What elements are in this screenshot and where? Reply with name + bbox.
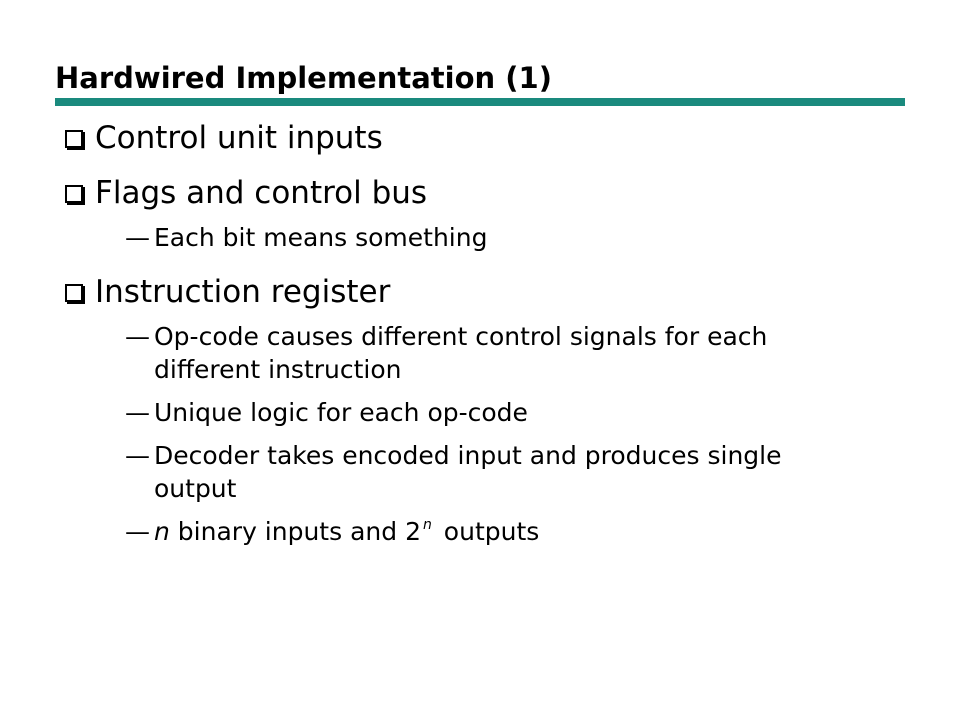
hollow-square-bullet-icon — [65, 284, 83, 302]
bullet-text: Control unit inputs — [95, 120, 383, 156]
slide-title: Hardwired Implementation (1) — [55, 61, 552, 95]
bullet-text: Flags and control bus — [95, 175, 428, 211]
hollow-square-bullet-icon — [65, 130, 83, 148]
bullet-text: Instruction register — [95, 274, 391, 310]
variable-n: n — [154, 517, 170, 546]
sub-bullet-text: Op-code causes different control signals… — [154, 322, 768, 384]
sub-bullet-each-bit: — Each bit means something — [125, 221, 854, 254]
slide-body: Control unit inputs Flags and control bu… — [64, 118, 864, 548]
sub-bullet-text-end: outputs — [435, 517, 540, 546]
sub-bullet-text: Unique logic for each op-code — [154, 398, 528, 427]
dash-marker: — — [125, 322, 150, 351]
sub-bullet-text: Each bit means something — [154, 223, 488, 252]
sub-bullet-unique-logic: — Unique logic for each op-code — [125, 396, 854, 429]
dash-marker: — — [125, 441, 150, 470]
sub-bullet-text: Decoder takes encoded input and produces… — [154, 441, 782, 503]
bullet-control-unit-inputs: Control unit inputs — [64, 118, 864, 158]
superscript-n: n — [422, 517, 432, 533]
dash-marker: — — [125, 398, 150, 427]
dash-marker: — — [125, 517, 150, 546]
bullet-flags-and-control-bus: Flags and control bus — [64, 173, 864, 213]
hollow-square-bullet-icon — [65, 185, 83, 203]
title-underline — [55, 98, 905, 106]
dash-marker: — — [125, 223, 150, 252]
sub-bullet-op-code-signals: — Op-code causes different control signa… — [125, 320, 854, 386]
bullet-instruction-register: Instruction register — [64, 272, 864, 312]
sub-bullet-text: binary inputs and 2 — [169, 517, 421, 546]
sub-bullet-decoder: — Decoder takes encoded input and produc… — [125, 439, 854, 505]
